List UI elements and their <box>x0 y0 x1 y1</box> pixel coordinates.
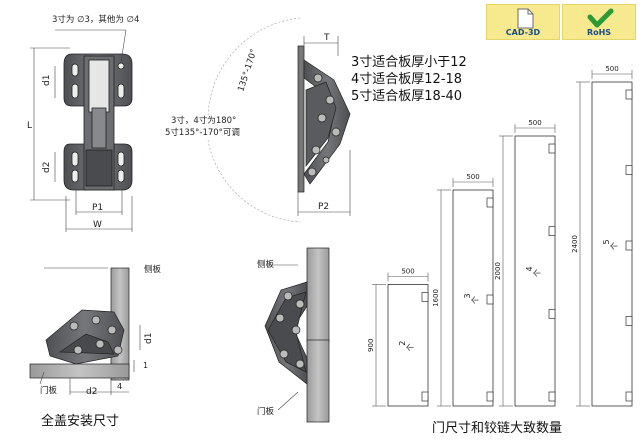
hinge-mark-4-2 <box>625 165 633 175</box>
checkmark-icon <box>587 8 614 28</box>
install-door-label: 门板 <box>40 385 58 396</box>
door-width-label-1: 500 <box>401 268 414 276</box>
hinge-mark-4-5 <box>625 391 633 402</box>
hinge-mark-1-1 <box>421 292 429 302</box>
door-width-label-4: 500 <box>605 65 618 73</box>
door-count-2: 3 <box>463 293 472 298</box>
door-width-label-3: 500 <box>528 119 541 127</box>
install-diagram <box>29 267 130 381</box>
door-height-label-4: 2400 <box>571 235 579 253</box>
hinge-mark-2-2 <box>486 294 494 305</box>
thickness-note-3: 3寸适合板厚小于12 <box>351 55 467 70</box>
dim-P1: P1 <box>92 203 103 213</box>
open-diagram <box>264 247 330 423</box>
dim-T: T <box>323 33 330 43</box>
angle-note-2: 5寸135°-170°可调 <box>165 127 240 138</box>
rohs-badge[interactable]: RoHS <box>562 4 636 40</box>
install-caption: 全盖安装尺寸 <box>41 414 120 429</box>
hinge-side-dimensions <box>297 36 351 216</box>
open-side-label: 侧板 <box>257 259 275 270</box>
hinge-mark-3-1 <box>548 143 556 154</box>
hinge-mark-3-3 <box>548 308 556 319</box>
door-chart-caption: 门尺寸和铰链大致数量 <box>432 421 563 436</box>
hinge-mark-1-2 <box>421 391 429 402</box>
hinge-mark-2-3 <box>486 391 494 402</box>
door-height-label-3: 2000 <box>494 262 502 280</box>
door-count-unit-4: 个 <box>610 242 619 250</box>
door-width-label-2: 500 <box>466 173 479 181</box>
install-side-label: 侧板 <box>144 264 162 275</box>
hinge-mark-3-4 <box>548 391 556 402</box>
door-count-4: 5 <box>602 239 611 244</box>
dim-W: W <box>93 220 102 230</box>
open-door-panel <box>306 339 330 423</box>
install-dim-d1: d1 <box>144 333 154 344</box>
dim-L: L <box>27 121 32 131</box>
screw-note: 3寸为 ∅3，其他为 ∅4 <box>52 14 139 25</box>
angle-range: 135°-170° <box>236 48 259 93</box>
door-count-unit-2: 个 <box>471 296 480 304</box>
cad-3d-label: CAD-3D <box>505 28 541 37</box>
open-side-panel <box>306 247 330 343</box>
dim-P2: P2 <box>318 202 329 212</box>
hinge-front-dimensions <box>30 29 133 232</box>
install-dim-4: 4 <box>117 382 122 391</box>
open-door-leader <box>277 391 299 411</box>
door-count-unit-3: 个 <box>533 269 542 277</box>
install-door-panel <box>29 363 130 379</box>
dim-d2: d2 <box>42 162 52 173</box>
hinge-front-view <box>63 53 133 191</box>
thickness-note-5: 5寸适合板厚18-40 <box>351 89 463 104</box>
dim-d1: d1 <box>42 75 52 86</box>
door-count-unit-1: 个 <box>406 343 415 351</box>
document-icon <box>517 8 534 29</box>
door-count-1: 2 <box>398 341 407 346</box>
install-dim-d2: d2 <box>86 387 97 397</box>
door-rect-1 <box>387 284 429 407</box>
thickness-note-4: 4寸适合板厚12-18 <box>351 72 463 87</box>
door-rect-2 <box>452 189 494 407</box>
angle-note-1: 3寸，4寸为180° <box>171 115 236 126</box>
hinge-mark-4-1 <box>625 89 633 100</box>
hinge-mark-4-4 <box>625 316 633 326</box>
hinge-side-arc <box>207 17 301 223</box>
open-door-label: 门板 <box>257 406 275 417</box>
door-count-3: 4 <box>525 266 534 271</box>
door-rect-4 <box>591 81 633 407</box>
cad-3d-badge[interactable]: CAD-3D <box>486 4 560 40</box>
hinge-side-view <box>297 45 351 193</box>
door-height-label-1: 900 <box>367 339 375 352</box>
door-height-label-2: 1600 <box>432 289 440 307</box>
hinge-mark-3-2 <box>548 226 556 237</box>
rohs-label: RoHS <box>586 28 612 37</box>
hinge-mark-4-3 <box>625 240 633 251</box>
install-dim-1: 1 <box>143 361 148 370</box>
hinge-mark-2-1 <box>486 197 494 208</box>
install-dimensions <box>39 267 141 395</box>
door-rect-3 <box>514 135 556 407</box>
